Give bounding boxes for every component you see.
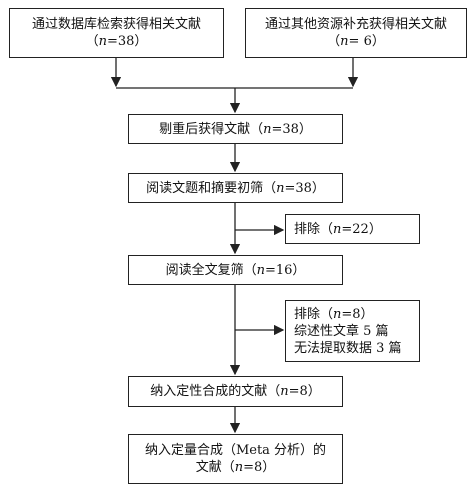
exclude2-reason-nodata: 无法提取数据 3 篇 [294,340,402,356]
screen1-label: 阅读文题和摘要初筛（n=38） [146,180,325,196]
screen2-label: 阅读全文复筛（n=16） [165,262,306,278]
source1-title: 通过数据库检索获得相关文献 [31,17,201,32]
screen2-box: 阅读全文复筛（n=16） [128,255,343,285]
exclude2-title: 排除（n=8） [294,306,374,322]
source1-box: 通过数据库检索获得相关文献 （n=38） [9,8,224,58]
screen1-box: 阅读文题和摘要初筛（n=38） [128,173,343,203]
exclude1-label: 排除（n=22） [294,221,382,237]
source2-count: （n= 6） [327,34,385,49]
qualitative-box: 纳入定性合成的文献（n=8） [128,376,343,407]
dedup-box: 剔重后获得文献（n=38） [128,114,343,144]
quantitative-title: 纳入定量合成（Meta 分析）的 [144,443,327,458]
exclude2-box: 排除（n=8） 综述性文章 5 篇 无法提取数据 3 篇 [285,300,420,362]
exclude2-reason-reviews: 综述性文章 5 篇 [294,323,389,339]
quantitative-box: 纳入定量合成（Meta 分析）的 文献（n=8） [128,434,343,484]
source1-count: （n=38） [85,34,148,49]
quantitative-count: 文献（n=8） [195,460,276,475]
source2-title: 通过其他资源补充获得相关文献 [264,17,447,32]
qualitative-label: 纳入定性合成的文献（n=8） [150,384,321,399]
dedup-label: 剔重后获得文献（n=38） [159,121,312,137]
exclude1-box: 排除（n=22） [285,214,420,244]
source2-box: 通过其他资源补充获得相关文献 （n= 6） [245,8,467,58]
